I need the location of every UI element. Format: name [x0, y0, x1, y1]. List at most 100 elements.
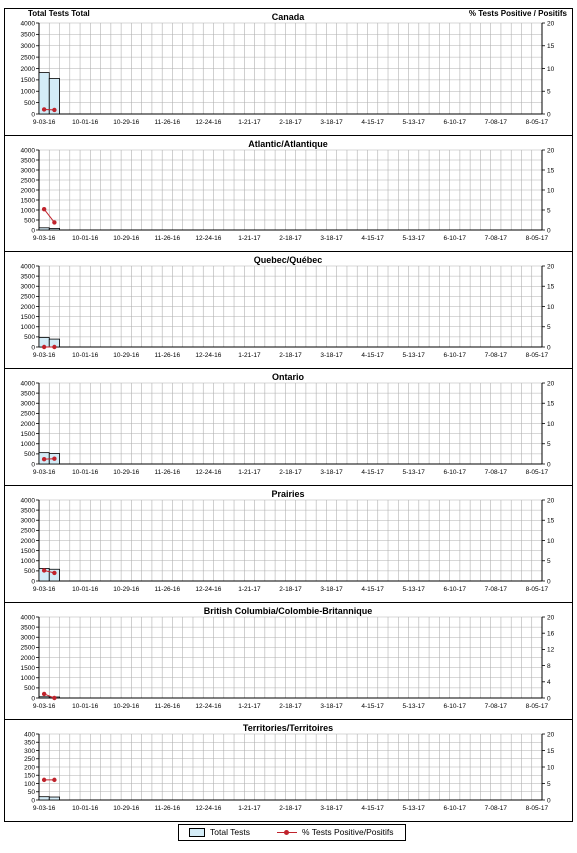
y2-tick-label: 0	[547, 695, 551, 702]
x-tick-label: 10-29-16	[113, 703, 139, 710]
y2-tick-label: 15	[547, 43, 555, 50]
x-tick-label: 5-13-17	[402, 469, 425, 476]
x-tick-label: 4-15-17	[361, 352, 384, 359]
y2-tick-label: 10	[547, 764, 555, 771]
x-tick-label: 10-29-16	[113, 235, 139, 242]
legend: Total Tests % Tests Positive/Positifs	[178, 824, 406, 841]
y-tick-label: 1000	[21, 558, 36, 565]
bar-total-tests	[39, 797, 49, 800]
point-percent-positive	[42, 692, 46, 696]
x-tick-label: 1-21-17	[238, 703, 261, 710]
y-tick-label: 3500	[21, 273, 36, 280]
y2-tick-label: 20	[547, 731, 555, 738]
point-percent-positive	[42, 345, 46, 349]
x-tick-label: 10-01-16	[72, 469, 98, 476]
x-tick-label: 2-18-17	[279, 235, 302, 242]
y-tick-label: 150	[24, 773, 35, 780]
y-tick-label: 500	[24, 568, 35, 575]
y-tick-label: 250	[24, 756, 35, 763]
y2-tick-label: 20	[547, 614, 555, 621]
x-tick-label: 10-01-16	[72, 805, 98, 812]
y-tick-label: 0	[31, 797, 35, 804]
panel-title: Atlantic/Atlantique	[248, 139, 328, 149]
y2-tick-label: 0	[547, 344, 551, 351]
x-tick-label: 3-18-17	[320, 352, 343, 359]
x-tick-label: 11-26-16	[155, 469, 181, 476]
x-tick-label: 7-08-17	[485, 805, 508, 812]
bar-total-tests	[49, 797, 59, 800]
y-tick-label: 1000	[21, 324, 36, 331]
y-tick-label: 400	[24, 731, 35, 738]
bar-total-tests	[39, 697, 49, 698]
y-tick-label: 3000	[21, 167, 36, 174]
y-tick-label: 1000	[21, 441, 36, 448]
y-tick-label: 4000	[21, 147, 36, 154]
x-tick-label: 4-15-17	[361, 805, 384, 812]
panel-title: Ontario	[272, 372, 305, 382]
y2-tick-label: 10	[547, 187, 555, 194]
x-tick-label: 4-15-17	[361, 586, 384, 593]
y2-tick-label: 0	[547, 111, 551, 118]
right-axis-header: % Tests Positive / Positifs	[469, 9, 567, 18]
y2-tick-label: 20	[547, 380, 555, 387]
x-tick-label: 9-03-16	[33, 352, 56, 359]
y-tick-label: 2500	[21, 411, 36, 418]
x-tick-label: 8-05-17	[526, 703, 549, 710]
y-tick-label: 4000	[21, 20, 36, 27]
x-tick-label: 2-18-17	[279, 703, 302, 710]
x-tick-label: 1-21-17	[238, 469, 261, 476]
x-tick-label: 6-10-17	[444, 469, 467, 476]
x-tick-label: 3-18-17	[320, 119, 343, 126]
x-tick-label: 11-26-16	[155, 586, 181, 593]
legend-item-percent-positive: % Tests Positive/Positifs	[277, 827, 394, 837]
point-percent-positive	[42, 107, 46, 111]
x-tick-label: 12-24-16	[195, 703, 221, 710]
y-tick-label: 2000	[21, 66, 36, 73]
y2-tick-label: 15	[547, 748, 555, 755]
point-percent-positive	[52, 220, 56, 224]
y-tick-label: 3000	[21, 635, 36, 642]
x-tick-label: 4-15-17	[361, 235, 384, 242]
x-tick-label: 7-08-17	[485, 469, 508, 476]
y2-tick-label: 0	[547, 797, 551, 804]
y-tick-label: 1500	[21, 665, 36, 672]
x-tick-label: 11-26-16	[155, 235, 181, 242]
x-tick-label: 8-05-17	[526, 805, 549, 812]
x-tick-label: 8-05-17	[526, 352, 549, 359]
x-tick-label: 1-21-17	[238, 805, 261, 812]
x-tick-label: 2-18-17	[279, 805, 302, 812]
x-tick-label: 8-05-17	[526, 586, 549, 593]
panel-frame	[5, 9, 573, 136]
y-tick-label: 500	[24, 100, 35, 107]
legend-line-label: % Tests Positive/Positifs	[302, 827, 394, 837]
y-tick-label: 100	[24, 781, 35, 788]
y2-tick-label: 0	[547, 461, 551, 468]
y2-tick-label: 5	[547, 89, 551, 96]
x-tick-label: 3-18-17	[320, 469, 343, 476]
panel-frame	[5, 252, 573, 369]
point-percent-positive	[52, 778, 56, 782]
x-tick-label: 8-05-17	[526, 235, 549, 242]
x-tick-label: 10-29-16	[113, 469, 139, 476]
y2-tick-label: 5	[547, 324, 551, 331]
panel-5: British Columbia/Colombie-Britannique050…	[5, 603, 573, 720]
legend-bar-label: Total Tests	[210, 827, 250, 837]
y2-tick-label: 15	[547, 518, 555, 525]
x-tick-label: 12-24-16	[195, 119, 221, 126]
x-tick-label: 9-03-16	[33, 235, 56, 242]
panel-6: Territories/Territoires05010015020025030…	[5, 720, 573, 822]
y-tick-label: 1500	[21, 548, 36, 555]
x-tick-label: 9-03-16	[33, 469, 56, 476]
y-tick-label: 0	[31, 695, 35, 702]
x-tick-label: 3-18-17	[320, 805, 343, 812]
y-tick-label: 2000	[21, 655, 36, 662]
y-tick-label: 1500	[21, 77, 36, 84]
x-tick-label: 6-10-17	[444, 586, 467, 593]
x-tick-label: 5-13-17	[402, 119, 425, 126]
y2-tick-label: 10	[547, 66, 555, 73]
x-tick-label: 4-15-17	[361, 119, 384, 126]
x-tick-label: 10-01-16	[72, 586, 98, 593]
y-tick-label: 3500	[21, 507, 36, 514]
